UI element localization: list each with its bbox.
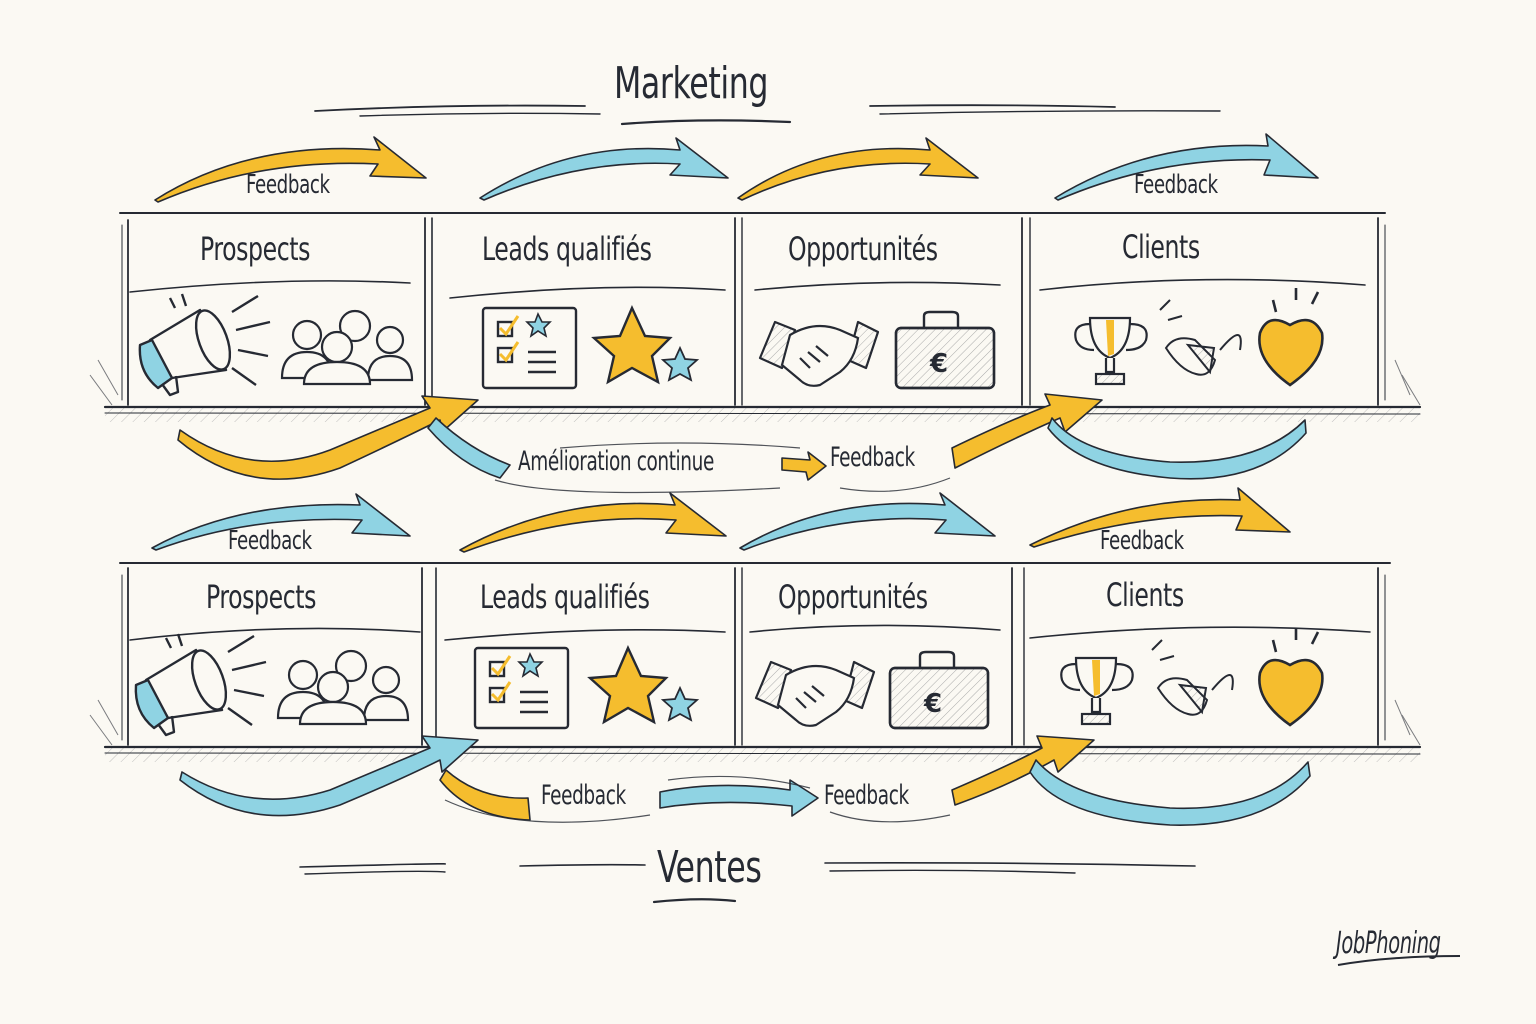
small-star-icon — [660, 685, 700, 722]
ventes-loop-swirls — [444, 775, 951, 823]
svg-text:€: € — [923, 689, 942, 719]
checklist-icon — [473, 646, 570, 730]
hand-heart-icon — [1159, 299, 1242, 376]
marketing-side-strokes — [89, 359, 1421, 406]
euro-briefcase-icon: € — [888, 650, 990, 730]
star-icon — [591, 305, 673, 385]
ventes-side-strokes — [89, 699, 1421, 746]
marketing-loop-feedback-label: Feedback — [830, 442, 915, 473]
ventes-section-title: Ventes — [657, 842, 762, 893]
marketing-stage-opportunites: Opportunités — [788, 230, 938, 268]
ventes-stage-clients: Clients — [1106, 576, 1184, 614]
marketing-loop-arrows — [177, 393, 1307, 481]
svg-text:€: € — [929, 349, 948, 379]
people-group-icon — [280, 309, 414, 386]
trophy-icon — [1060, 656, 1134, 726]
handshake-icon — [754, 660, 876, 727]
ventes-loop-feedback-label-2: Feedback — [824, 780, 909, 811]
marketing-section-title: Marketing — [614, 58, 769, 109]
small-star-icon — [660, 345, 700, 382]
marketing-loop-swirls — [494, 442, 951, 494]
brand-underline — [1337, 955, 1461, 966]
star-icon — [587, 645, 669, 725]
ventes-title-rules — [299, 862, 1196, 904]
euro-briefcase-icon: € — [894, 310, 996, 390]
megaphone-icon — [134, 633, 267, 737]
ventes-loop-arrows — [179, 735, 1311, 826]
marketing-top-arrows — [154, 133, 1319, 203]
marketing-arrow-label-1: Feedback — [246, 170, 330, 200]
checklist-icon — [481, 306, 578, 390]
marketing-loop-improvement-label: Amélioration continue — [518, 446, 714, 477]
ventes-arrow-label-4: Feedback — [1100, 526, 1184, 556]
ventes-top-arrows — [151, 487, 1291, 553]
hand-heart-icon — [1151, 639, 1234, 716]
marketing-stage-prospects: Prospects — [200, 230, 310, 268]
heart-icon — [1258, 628, 1324, 727]
heart-icon — [1258, 288, 1324, 387]
marketing-title-rules — [314, 104, 1221, 126]
trophy-icon — [1074, 316, 1148, 386]
ventes-loop-feedback-label-1: Feedback — [541, 780, 626, 811]
ventes-arrow-label-1: Feedback — [228, 526, 312, 556]
marketing-stage-clients: Clients — [1122, 228, 1200, 266]
handshake-icon — [758, 320, 880, 387]
brand-logo: JobPhoning — [1336, 926, 1441, 961]
ventes-stage-leads: Leads qualifiés — [480, 578, 650, 616]
ventes-stage-opportunites: Opportunités — [778, 578, 928, 616]
marketing-arrow-label-4: Feedback — [1134, 170, 1218, 200]
people-group-icon — [276, 649, 410, 726]
marketing-stage-leads: Leads qualifiés — [482, 230, 652, 268]
ventes-stage-prospects: Prospects — [206, 578, 316, 616]
megaphone-icon — [138, 293, 271, 397]
